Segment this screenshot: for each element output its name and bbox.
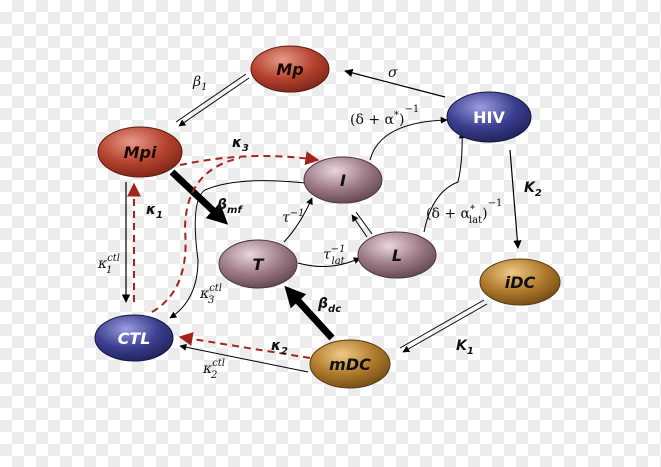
edge-t-l (297, 257, 361, 267)
label-beta1: β1 (192, 74, 207, 93)
edge-hiv-idc (509, 149, 522, 249)
node-l-label: L (392, 246, 402, 265)
edges (121, 68, 522, 373)
edge-mdc-ctl-dashed (178, 332, 311, 359)
label-delta-alpha-lat: (δ + α*lat)−1 (426, 198, 502, 226)
label-kappa2-hiv: K2 (524, 180, 542, 199)
node-mpi-label: Mpi (124, 143, 157, 162)
node-idc-label: iDC (505, 273, 536, 292)
edge-ctl-i-dashed (151, 157, 241, 313)
node-l: L (357, 231, 437, 279)
node-mdc: mDC (309, 339, 391, 389)
label-tau-inv: τ−1 (282, 208, 305, 226)
label-delta-alpha: (δ + α*)−1 (350, 104, 419, 128)
edge-idc-mdc-b (402, 303, 488, 353)
edge-l-i-b (351, 214, 368, 238)
node-i-label: I (340, 171, 346, 190)
label-kappa1-idc: K1 (456, 338, 474, 357)
node-i: I (303, 156, 383, 204)
label-beta-dc: βdc (317, 296, 341, 315)
node-t: T (218, 239, 298, 289)
edge-mpi-t (169, 169, 229, 225)
node-mdc-label: mDC (329, 355, 371, 374)
edge-mdc-t (284, 285, 335, 341)
node-ctl-label: CTL (118, 329, 151, 348)
label-kappa3: κ3 (232, 135, 249, 154)
node-idc: iDC (479, 258, 561, 306)
edge-mp-mpi-a (175, 73, 247, 123)
label-beta-mf: βmf (216, 197, 243, 216)
edge-t-i (283, 197, 313, 243)
edge-i-ctl (169, 180, 315, 319)
edge-l-i-a (355, 211, 373, 235)
node-mpi: Mpi (97, 126, 183, 178)
node-mp: Mp (250, 45, 330, 93)
edge-l-hiv (423, 131, 466, 233)
node-t-label: T (253, 255, 265, 274)
node-hiv-label: HIV (473, 108, 505, 127)
node-ctl: CTL (94, 314, 174, 362)
edge-mdc-ctl (179, 343, 309, 373)
edge-mp-mpi-b (178, 77, 250, 127)
edge-mpi-i-dashed (179, 151, 320, 166)
edge-idc-mdc-a (399, 299, 485, 349)
node-hiv: HIV (446, 91, 532, 143)
label-kappa2-mdc: κ2 (271, 338, 288, 357)
node-mp-label: Mp (276, 60, 303, 79)
edge-i-hiv (369, 116, 448, 161)
label-sigma: σ (388, 65, 398, 81)
edge-hiv-mp (344, 68, 446, 98)
label-kappa1-top: κ1 (146, 202, 163, 221)
